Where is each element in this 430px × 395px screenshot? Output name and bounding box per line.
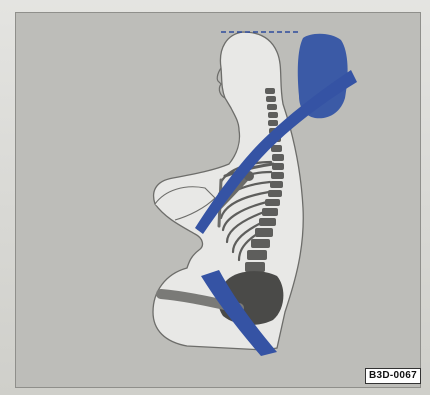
seatbelt-illustration: B3D-0067 <box>15 12 421 388</box>
illustration-svg <box>15 12 421 388</box>
figure-code-label: B3D-0067 <box>365 368 421 384</box>
